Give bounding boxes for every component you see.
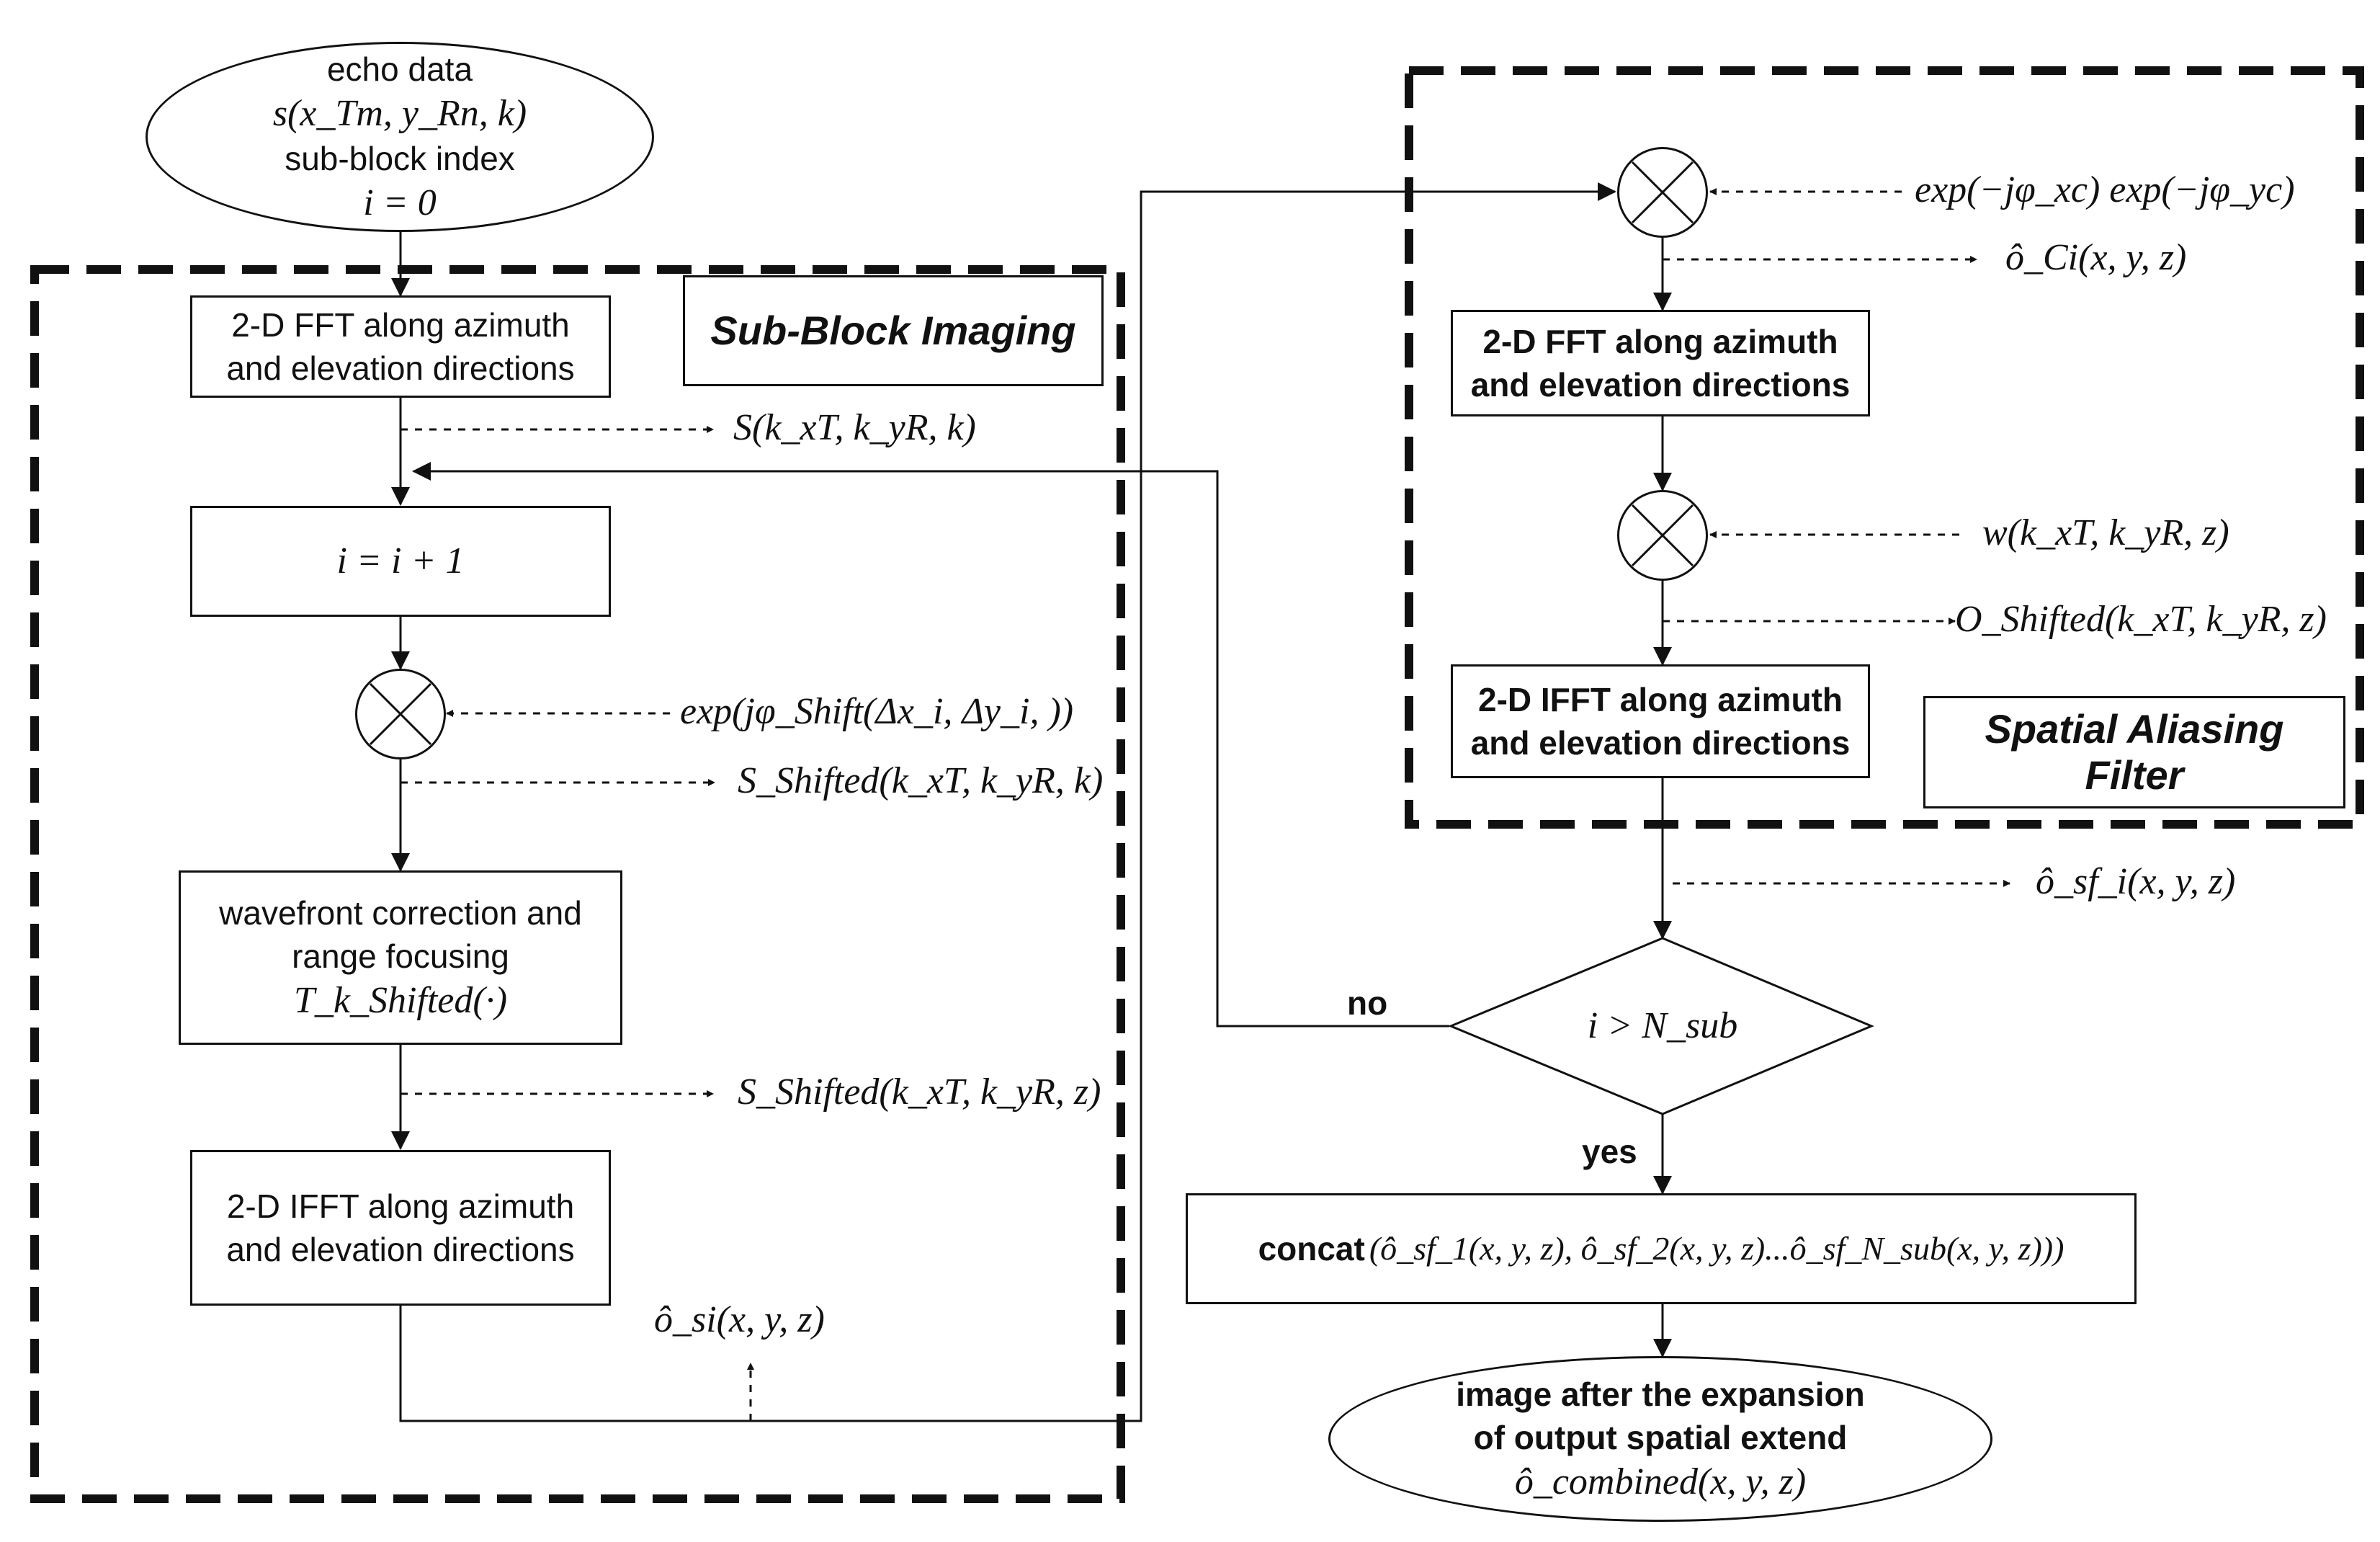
wavefront-output-label: S_Shifted(k_xT, k_yR, z) (738, 1071, 1101, 1113)
ifft-to-filter-connector (399, 182, 1616, 1422)
concat-keyword: concat (1258, 1230, 1365, 1267)
sub-block-fft-line2: and elevation directions (226, 349, 575, 387)
increment-box: i = i + 1 (190, 506, 611, 617)
filter-output-label: ô_sf_i(x, y, z) (2036, 861, 2236, 902)
start-line2: s(x_Tm, y_Rn, k) (272, 93, 527, 134)
sub-block-title: Sub-Block Imaging (683, 275, 1104, 386)
filter-region-border (1405, 66, 2364, 829)
decision-yes-label: yes (1582, 1133, 1637, 1170)
decision-no-loop-connector (412, 462, 1449, 1028)
end-line1: image after the expansion (1456, 1376, 1865, 1413)
wavefront-line1: wavefront correction and (219, 894, 582, 932)
concat-box: concat (ô_sf_1(x, y, z), ô_sf_2(x, y, z)… (1186, 1193, 2137, 1304)
wavefront-box: wavefront correction and range focusing … (179, 870, 622, 1045)
filter-ifft-line1: 2-D IFFT along azimuth (1478, 681, 1843, 718)
window-input-label: w(k_xT, k_yR, z) (1982, 512, 2229, 553)
filter-title-line2: Filter (2085, 752, 2184, 798)
decision-condition-text: i > N_sub (1587, 1005, 1738, 1046)
sub-block-ifft-line2: and elevation directions (226, 1231, 575, 1268)
start-ellipse: echo data s(x_Tm, y_Rn, k) sub-block ind… (146, 42, 654, 232)
multiply-icon (369, 682, 432, 746)
filter-phase-output-label: ô_Ci(x, y, z) (2005, 237, 2187, 278)
wavefront-line2: range focusing (292, 937, 509, 975)
multiply-icon (1631, 504, 1694, 567)
filter-fft-line2: and elevation directions (1470, 366, 1851, 404)
end-line3: ô_combined(x, y, z) (1514, 1461, 1807, 1502)
concat-expression: (ô_sf_1(x, y, z), ô_sf_2(x, y, z)...ô_sf… (1369, 1230, 2064, 1267)
filter-fft-box: 2-D FFT along azimuth and elevation dire… (1451, 310, 1870, 416)
filter-phase-input-label: exp(−jφ_xc) exp(−jφ_yc) (1915, 169, 2295, 210)
start-line3: sub-block index (285, 140, 515, 177)
decision-diamond (1448, 937, 1874, 1115)
sub-block-fft-box: 2-D FFT along azimuth and elevation dire… (190, 295, 611, 398)
filter-title: Spatial Aliasing Filter (1923, 696, 2345, 808)
shift-phase-label: exp(jφ_Shift(Δx_i, Δy_i, )) (680, 691, 1074, 732)
filter-phase-multiplier-node (1617, 147, 1708, 238)
window-multiplier-node (1617, 490, 1708, 581)
fft-output-label: S(k_xT, k_yR, k) (733, 407, 976, 448)
sub-block-ifft-line1: 2-D IFFT along azimuth (226, 1187, 575, 1225)
decision-no-label: no (1347, 984, 1388, 1022)
window-output-label: O_Shifted(k_xT, k_yR, z) (1955, 599, 2327, 640)
wavefront-line3: T_k_Shifted(·) (293, 980, 508, 1021)
increment-text: i = i + 1 (336, 540, 465, 581)
filter-title-line1: Spatial Aliasing (1985, 706, 2284, 752)
sub-block-fft-line1: 2-D FFT along azimuth (231, 306, 570, 344)
shift-multiplier-node (355, 669, 446, 759)
filter-fft-line1: 2-D FFT along azimuth (1482, 323, 1838, 360)
filter-ifft-line2: and elevation directions (1470, 724, 1851, 762)
shifted-output-label: S_Shifted(k_xT, k_yR, k) (738, 760, 1104, 801)
sub-block-region-border (30, 265, 1125, 1503)
start-line1: echo data (326, 50, 473, 88)
sub-block-ifft-box: 2-D IFFT along azimuth and elevation dir… (190, 1150, 611, 1306)
multiply-icon (1631, 161, 1694, 224)
end-line2: of output spatial extend (1473, 1419, 1848, 1456)
decision-condition: i > N_sub (1523, 997, 1802, 1055)
ifft-output-label: ô_si(x, y, z) (654, 1299, 825, 1340)
start-line4: i = 0 (363, 182, 437, 223)
end-ellipse: image after the expansion of output spat… (1328, 1356, 1992, 1522)
filter-ifft-box: 2-D IFFT along azimuth and elevation dir… (1451, 664, 1870, 778)
